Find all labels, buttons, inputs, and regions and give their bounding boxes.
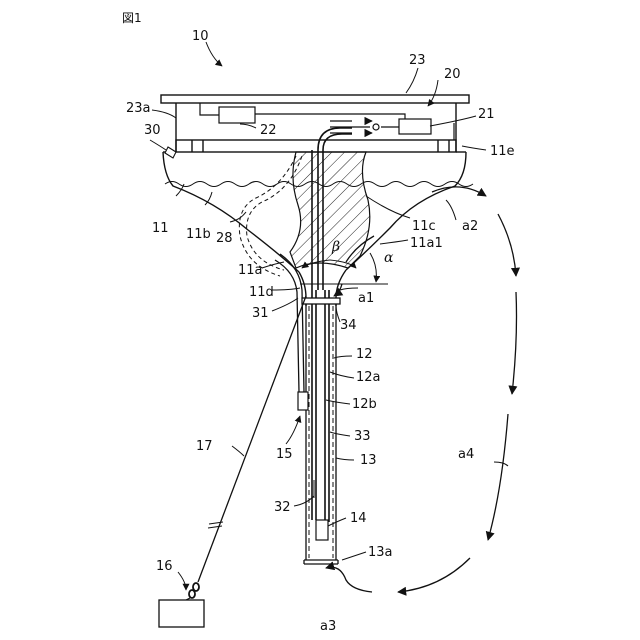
label-10: 10 <box>192 29 209 44</box>
label-11d: 11d <box>249 285 274 300</box>
figure-number: 図1 <box>122 11 142 25</box>
label-13a: 13a <box>368 545 393 560</box>
label-11a: 11a <box>238 263 263 278</box>
label-17: 17 <box>196 439 213 454</box>
controller-box-22 <box>219 107 255 123</box>
lid-23 <box>161 95 469 152</box>
label-a2: a2 <box>462 219 478 234</box>
sensor-box-21 <box>399 119 431 134</box>
label-32: 32 <box>274 500 291 515</box>
label-12: 12 <box>356 347 373 362</box>
label-11e: 11e <box>490 144 515 159</box>
chain-links <box>189 583 199 598</box>
label-11: 11 <box>152 221 169 236</box>
label-20: 20 <box>444 67 461 82</box>
label-23: 23 <box>409 53 426 68</box>
label-a4: a4 <box>458 447 474 462</box>
label-13: 13 <box>360 453 377 468</box>
float-14 <box>316 520 328 540</box>
label-14: 14 <box>350 511 367 526</box>
control-unit <box>200 103 454 140</box>
label-28: 28 <box>216 231 233 246</box>
label-12a: 12a <box>356 370 381 385</box>
label-a3: a3 <box>320 619 336 634</box>
port-30 <box>165 147 176 158</box>
label-16: 16 <box>156 559 173 574</box>
weight-16 <box>159 600 204 627</box>
label-21: 21 <box>478 107 495 122</box>
label-31: 31 <box>252 306 269 321</box>
label-alpha: α <box>384 250 394 266</box>
label-23a: 23a <box>126 101 151 116</box>
label-11c: 11c <box>412 219 436 234</box>
cutaway-hatched-region <box>290 152 370 268</box>
label-a1: a1 <box>358 291 374 306</box>
label-15: 15 <box>276 447 293 462</box>
label-beta: β <box>331 239 340 255</box>
label-33: 33 <box>354 429 371 444</box>
label-11a1: 11a1 <box>410 236 443 251</box>
label-22: 22 <box>260 123 277 138</box>
label-30: 30 <box>144 123 161 138</box>
label-12b: 12b <box>352 397 377 412</box>
label-34: 34 <box>340 318 357 333</box>
label-11b: 11b <box>186 227 211 242</box>
sensor-15 <box>298 392 308 410</box>
